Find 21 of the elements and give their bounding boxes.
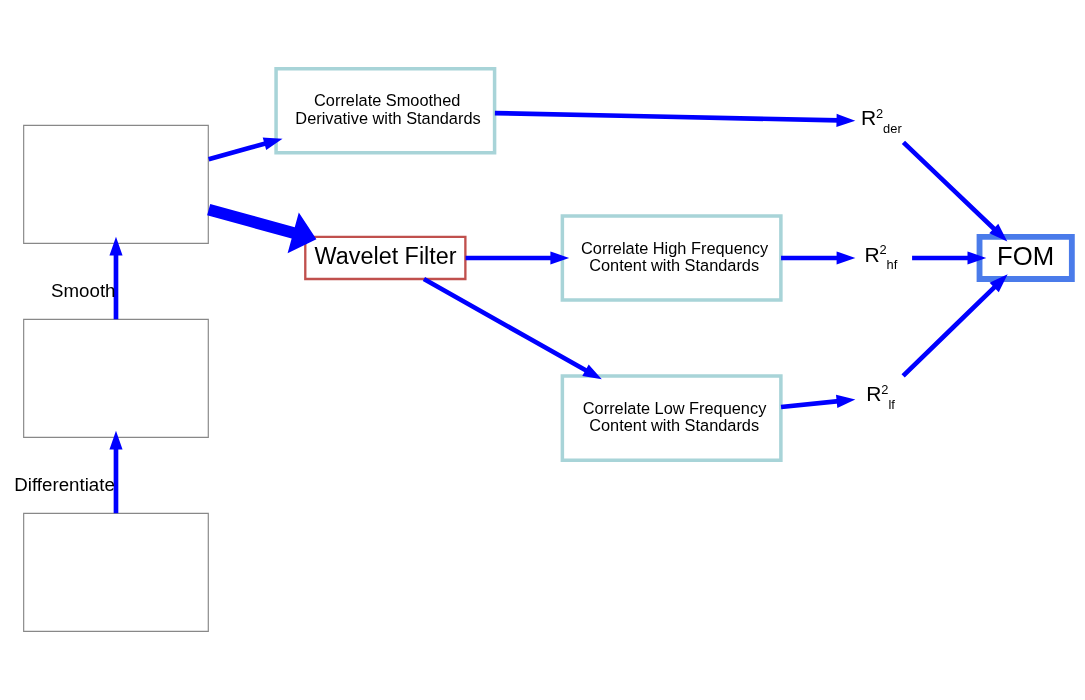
node-box: FOM (976, 234, 1075, 282)
arrow (912, 251, 987, 265)
arrow (494, 110, 856, 127)
node-box: Wavelet Filter (304, 235, 467, 281)
node-box: Correlate High Frequency Content with Standards (560, 214, 783, 302)
arrow (109, 430, 123, 514)
node-box: Correlate Low Frequency Content with Standards (560, 374, 783, 462)
arrow (780, 394, 856, 410)
node-box (23, 318, 209, 438)
node-box: Correlate Smoothed Derivative with Standards (274, 66, 497, 155)
node-box (23, 512, 209, 632)
arrow (422, 277, 602, 380)
node-box (23, 124, 209, 244)
arrow (109, 236, 123, 320)
arrow (781, 251, 856, 265)
arrow (901, 140, 1008, 242)
arrow (901, 274, 1008, 378)
arrow (208, 137, 283, 162)
arrow (465, 251, 570, 265)
edge-label: Differentiate (14, 473, 115, 495)
arrow (207, 203, 317, 254)
